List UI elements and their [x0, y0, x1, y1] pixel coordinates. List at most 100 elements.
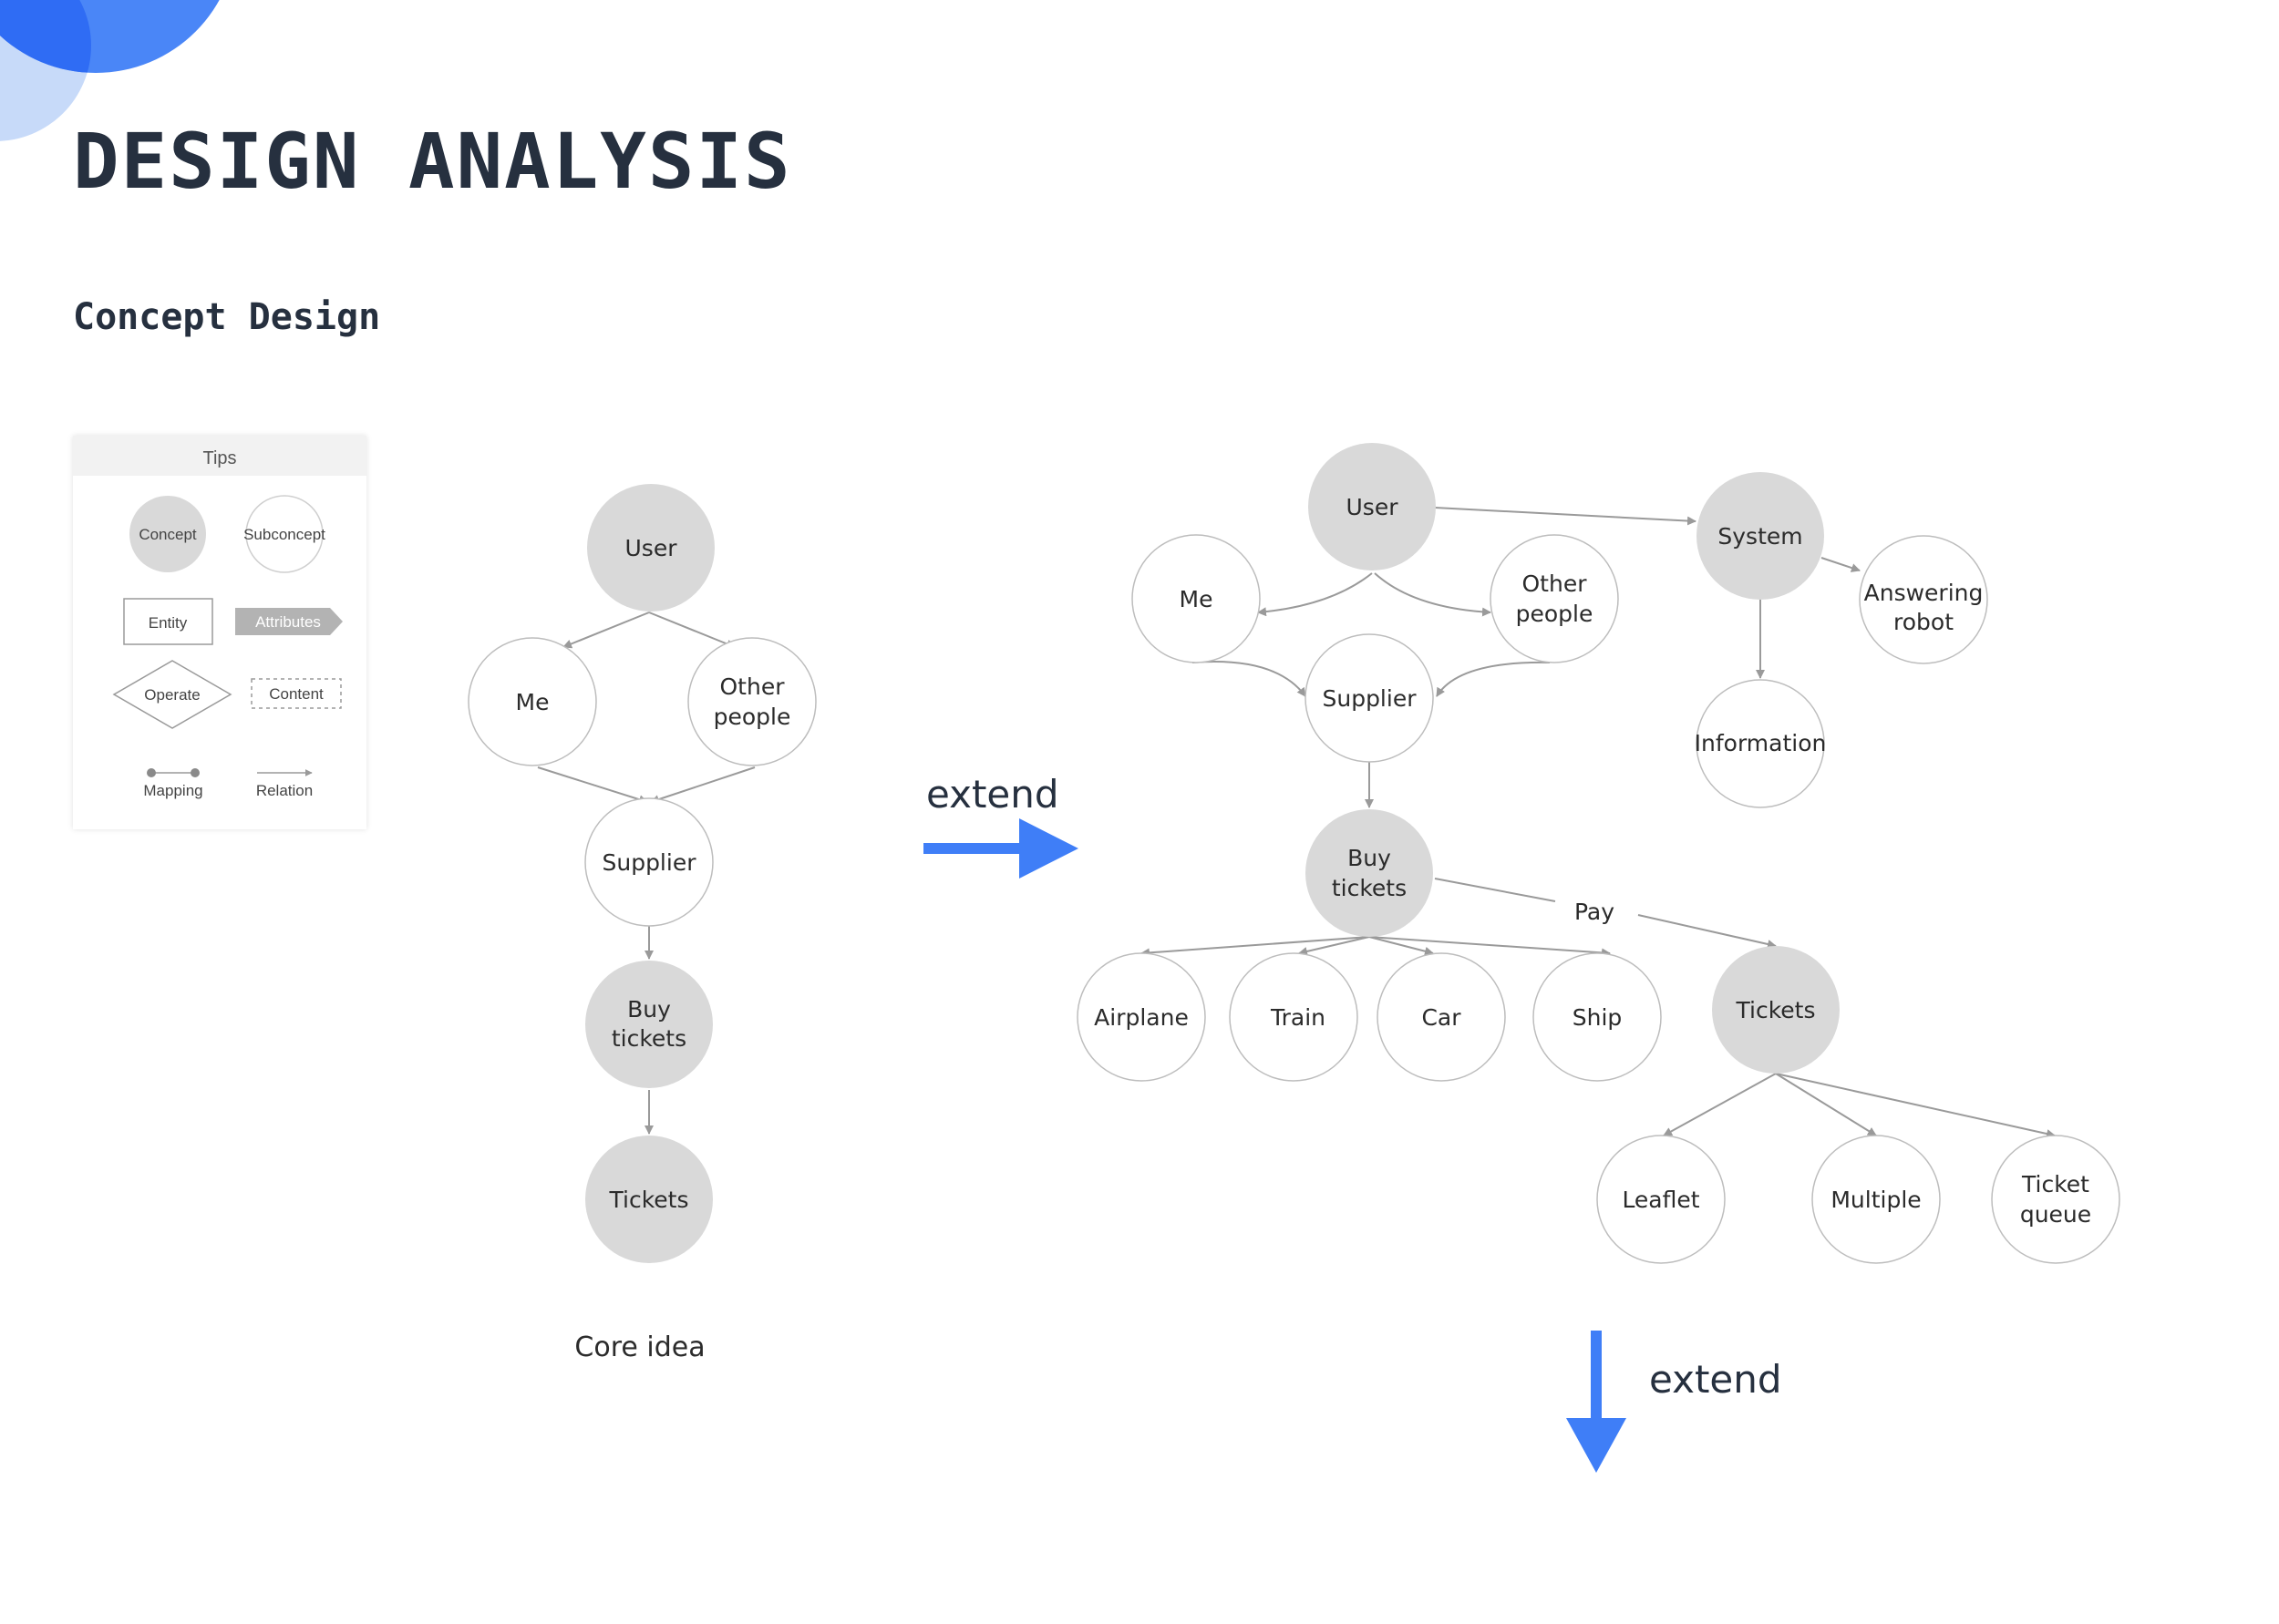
ext-edge-buy-ship: [1368, 936, 1611, 958]
core-node-me: [468, 637, 597, 766]
extend-right-arrow: extend: [923, 772, 1078, 879]
ext-node-car-label: Car: [1421, 1004, 1461, 1031]
extend-right-label: extend: [926, 772, 1059, 817]
ext-node-supplier-label: Supplier: [1322, 685, 1417, 712]
ext-node-user: [1308, 443, 1436, 570]
ext-node-buy-label-1: Buy: [1347, 845, 1391, 871]
extend-right-head: [1019, 818, 1078, 879]
ext-edge-tickets-queue: [1775, 1073, 2056, 1138]
ext-node-information-label: Information: [1695, 730, 1827, 756]
extend-right-shaft: [923, 843, 1024, 854]
extend-down-shaft: [1591, 1331, 1602, 1424]
core-node-user-label: User: [625, 535, 678, 561]
ext-node-airplane-label: Airplane: [1094, 1004, 1189, 1031]
core-edge-me-supplier: [537, 766, 648, 805]
ext-node-me-label: Me: [1180, 586, 1213, 612]
section-title: Concept Design: [73, 296, 381, 338]
legend-attributes-label: Attributes: [255, 613, 321, 631]
ext-node-leaflet: [1596, 1135, 1726, 1264]
legend-entity-shape: [123, 598, 213, 645]
legend-concept-label: Concept: [139, 526, 197, 543]
extended-diagram-edges: [1140, 507, 2056, 1138]
ext-node-other-people: [1490, 534, 1619, 663]
ext-edge-user-system: [1434, 507, 1696, 526]
ext-pay-label: Pay: [1574, 899, 1614, 925]
ext-node-leaflet-label: Leaflet: [1622, 1187, 1699, 1213]
ext-edge-pay-tickets: [1637, 914, 1777, 949]
core-node-other-people: [687, 637, 817, 766]
ext-edge-tickets-multiple: [1775, 1073, 1877, 1136]
ext-edge-user-other: [1374, 572, 1491, 617]
ext-node-user-label: User: [1346, 494, 1399, 520]
ext-edge-buy-car: [1368, 936, 1434, 956]
legend-concept-shape: [129, 496, 206, 572]
ext-edge-me-supplier: [1191, 661, 1306, 697]
ext-edge-buy-airplane: [1140, 936, 1370, 958]
legend-mapping-dot-left: [147, 768, 156, 777]
ext-edge-other-supplier: [1436, 661, 1551, 697]
core-edge-other-supplier: [650, 766, 756, 804]
legend-subconcept-shape: [245, 495, 324, 573]
core-edge-user-other: [648, 612, 736, 649]
core-diagram-edges: [537, 612, 756, 1135]
ext-node-buy-tickets: [1305, 809, 1433, 937]
ext-node-airplane: [1077, 952, 1206, 1082]
legend-content-label: Content: [269, 685, 324, 703]
ext-edge-system-robot: [1820, 557, 1861, 572]
legend-content-shape: [251, 678, 342, 709]
ext-node-system: [1696, 472, 1824, 600]
ext-node-ship-label: Ship: [1573, 1004, 1623, 1031]
ext-node-multiple-label: Multiple: [1830, 1187, 1921, 1213]
legend-entity-label: Entity: [149, 614, 188, 632]
ext-node-information: [1696, 679, 1825, 808]
ext-node-multiple: [1811, 1135, 1941, 1264]
ext-node-tickets-label: Tickets: [1736, 997, 1816, 1023]
core-caption: Core idea: [574, 1331, 705, 1363]
ext-node-robot-label-1: Answering: [1864, 580, 1984, 606]
page-title: DESIGN ANALYSIS: [73, 117, 792, 206]
core-edge-user-me: [562, 612, 650, 649]
ext-node-supplier: [1304, 633, 1434, 763]
core-node-supplier: [584, 797, 714, 927]
core-node-me-label: Me: [516, 689, 550, 715]
ext-node-other-label-1: Other: [1522, 570, 1588, 597]
ext-node-queue-label-2: queue: [2020, 1201, 2091, 1228]
legend-subconcept-label: Subconcept: [243, 526, 325, 543]
ext-node-system-label: System: [1717, 523, 1802, 550]
core-node-supplier-label: Supplier: [602, 849, 696, 876]
core-node-tickets-label: Tickets: [609, 1187, 689, 1213]
ext-node-tickets: [1712, 946, 1840, 1074]
core-node-other-label-2: people: [714, 704, 791, 730]
ext-edge-buy-train: [1298, 936, 1370, 956]
ext-node-ship: [1532, 952, 1662, 1082]
core-node-buy-tickets: [585, 961, 713, 1088]
extend-down-head: [1566, 1418, 1626, 1473]
extended-diagram-nodes: User Me Other people Supplier System Ans…: [1077, 443, 2120, 1264]
legend-operate-label: Operate: [144, 686, 200, 704]
core-node-buy-label-2: tickets: [612, 1025, 686, 1052]
ext-edge-user-me: [1257, 572, 1373, 617]
legend-operate-shape: [112, 660, 232, 729]
ext-node-me: [1131, 534, 1261, 663]
ext-node-answering-robot: [1859, 535, 1988, 664]
ext-node-buy-label-2: tickets: [1332, 875, 1407, 901]
ext-node-ticket-queue: [1991, 1135, 2120, 1264]
core-node-buy-label-1: Buy: [627, 996, 671, 1023]
ext-node-train: [1229, 952, 1358, 1082]
ext-node-other-label-2: people: [1516, 601, 1593, 627]
legend-attributes-shape: [235, 608, 343, 635]
extend-down-arrow: extend: [1566, 1331, 1782, 1473]
ext-node-train-label: Train: [1270, 1004, 1325, 1031]
ext-edge-tickets-leaflet: [1663, 1073, 1777, 1136]
legend-relation-label: Relation: [256, 782, 313, 799]
core-diagram-nodes: User Me Other people Supplier Buy ticket…: [468, 484, 817, 1363]
decorative-circle-overlap: [0, 0, 237, 73]
ext-node-car: [1377, 952, 1506, 1082]
core-node-user: [587, 484, 715, 612]
legend-items: Concept Subconcept Entity Attributes Ope…: [112, 495, 343, 799]
legend-mapping-dot-right: [191, 768, 200, 777]
ext-node-robot-label-2: robot: [1893, 609, 1954, 635]
extend-down-label: extend: [1649, 1357, 1782, 1402]
